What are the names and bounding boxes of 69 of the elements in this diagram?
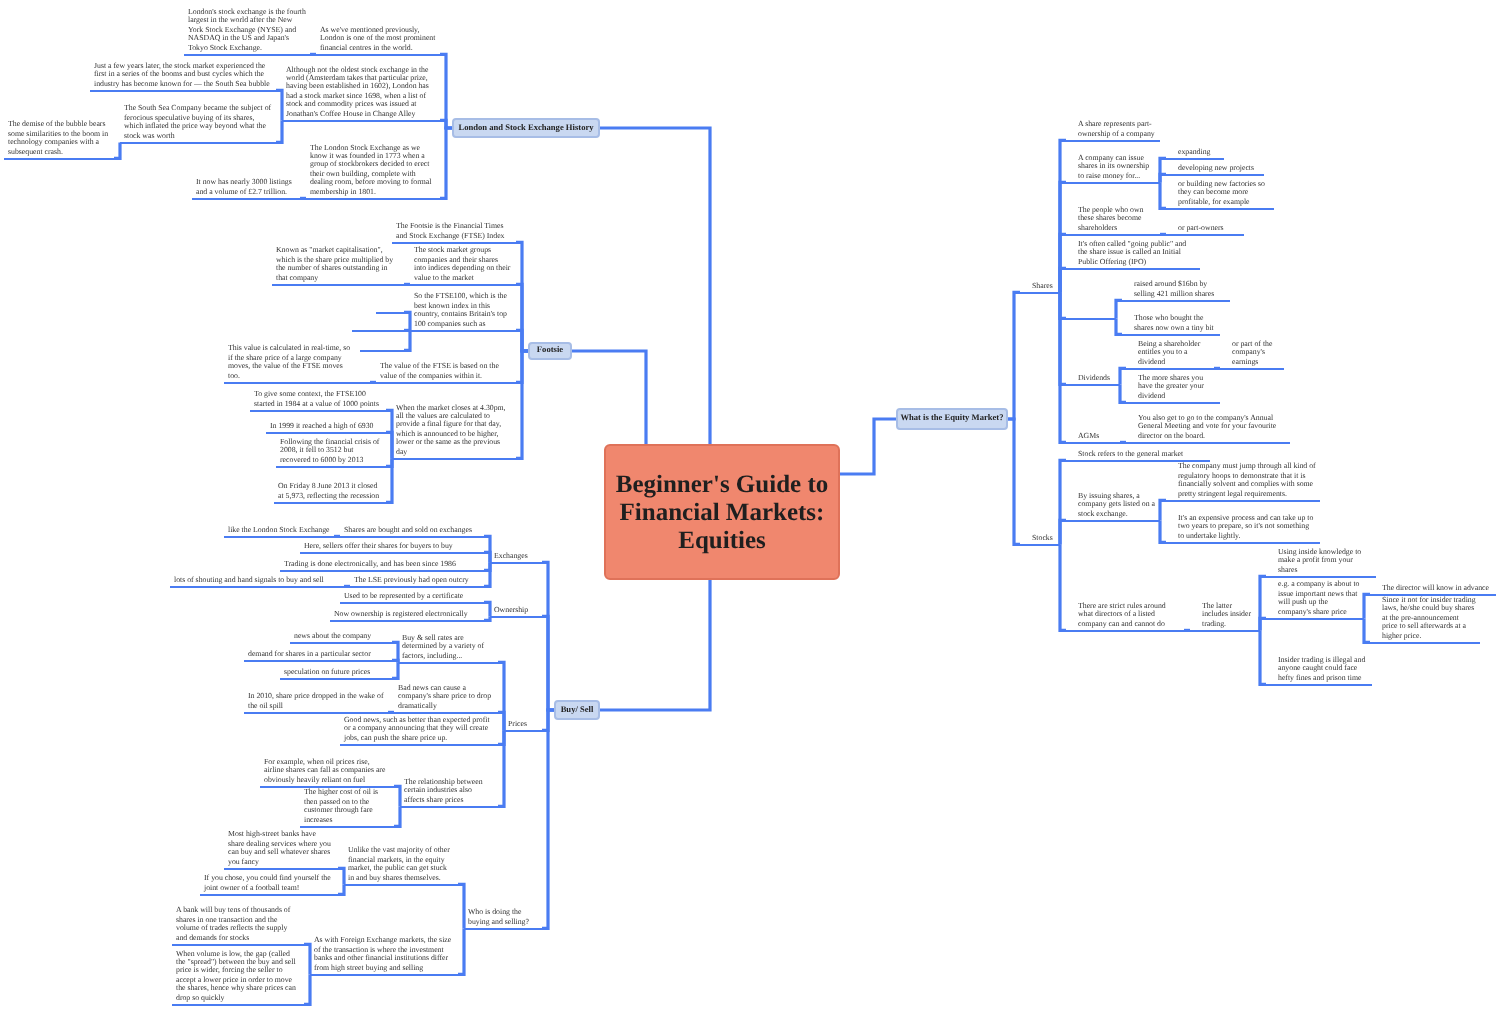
connector-line [484,562,492,588]
connector-line [338,884,346,896]
blank-branch-line [360,348,404,352]
connector-line [1212,366,1220,370]
connector-line [344,584,352,588]
connector-line [458,882,466,929]
blank-branch-line [376,310,404,314]
connector-line [1118,366,1126,385]
connector-line [386,458,394,504]
connector-line [484,600,492,617]
connector-line [600,126,712,444]
connector-line [600,580,712,712]
connector-line [1362,618,1370,644]
connector-line [300,196,308,200]
central-topic-box: Beginner's Guide to Financial Markets: Equities [604,444,840,580]
connector-line [1114,298,1122,319]
connector-line [1182,628,1190,632]
blank-branch-line [1066,316,1116,320]
connector-line [1114,318,1122,336]
connector-line [484,550,492,563]
connector-line [1158,172,1166,183]
connector-line [1058,266,1066,293]
blank-branch-line [352,328,404,332]
connector-line [1058,518,1066,545]
connector-line [516,328,528,353]
connector-line [440,126,452,200]
connector-line [310,52,318,56]
connector-line [1008,417,1020,546]
connector-line [1058,292,1066,444]
connector-line [1008,290,1020,421]
connector-line [338,866,346,885]
connector-line [1158,232,1166,236]
connector-line [458,928,466,976]
connector-line [276,88,284,121]
connector-line [498,730,506,808]
connector-line [394,784,402,807]
connector-line [404,282,412,286]
connector-line [484,616,492,622]
connector-line [1118,384,1126,404]
connector-line [386,430,394,459]
connector-line [542,614,554,712]
connector-line [392,662,400,680]
connector-line [1158,498,1166,521]
connector-line [404,310,412,331]
connector-line [392,640,400,663]
connector-line [498,710,506,731]
connector-line [1362,592,1370,619]
connector-line [404,330,412,352]
connector-line [1258,630,1266,686]
connector-line [276,120,284,144]
connector-line [304,974,312,1006]
connector-line [1258,616,1266,631]
connector-line [114,142,122,160]
connector-line [1158,520,1166,544]
connector-line [392,658,400,663]
connector-line [1058,544,1066,632]
connector-line [304,942,312,975]
connector-line [388,710,396,714]
connector-line [404,328,412,332]
connector-line [440,118,452,130]
connector-line [840,417,896,476]
connector-line [516,349,528,460]
connector-line [572,349,648,444]
connector-line [1158,182,1166,210]
connector-line [1118,440,1126,444]
connector-line [334,534,342,538]
connector-line [542,708,554,930]
connector-line [394,806,402,828]
connector-line [370,380,378,384]
